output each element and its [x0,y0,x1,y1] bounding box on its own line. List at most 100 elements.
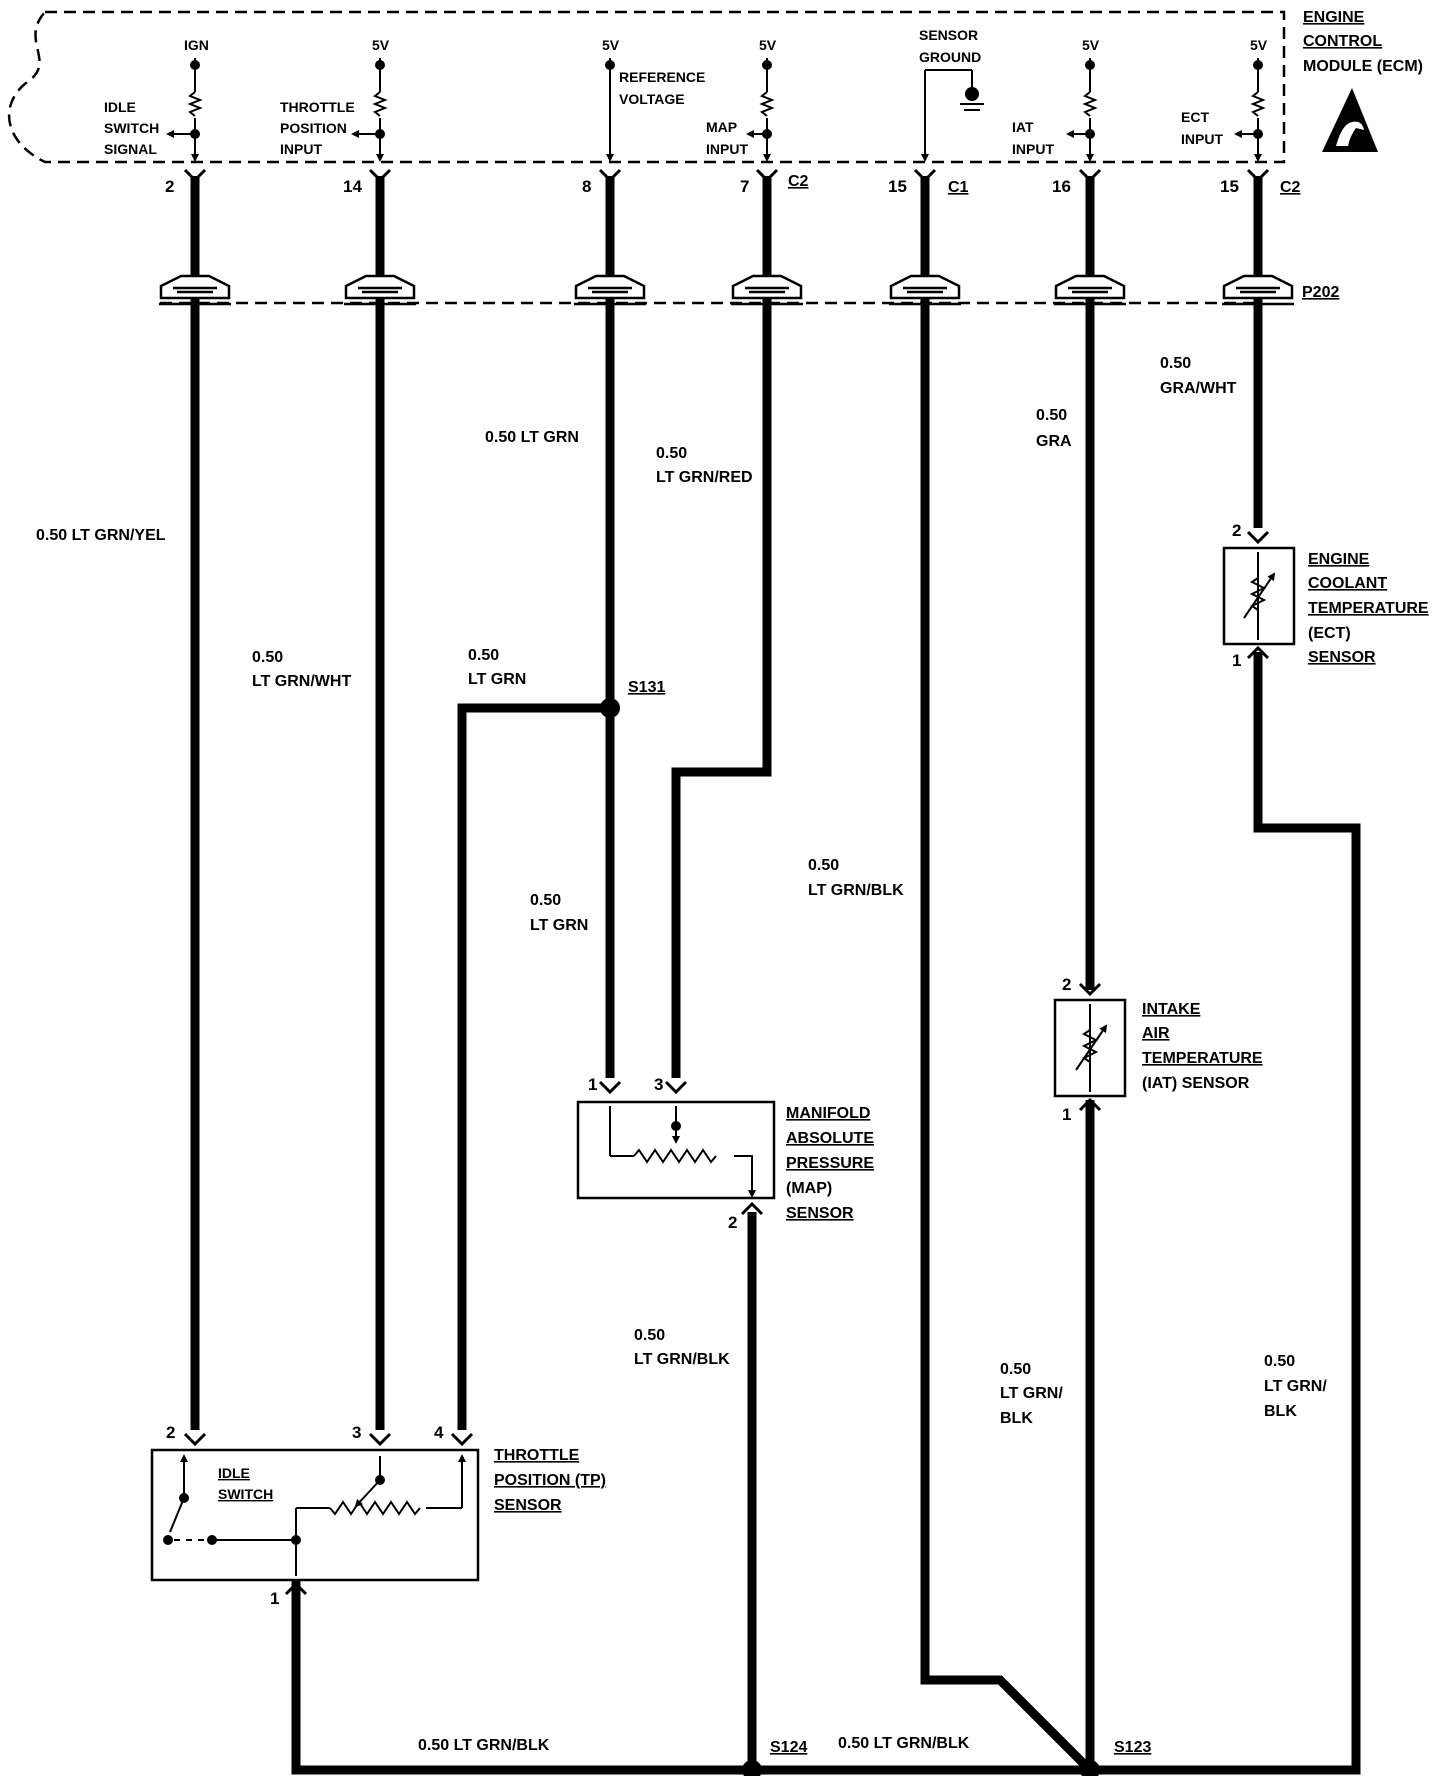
ect-input-label-1: ECT [1181,109,1209,125]
tp-input-label-3: INPUT [280,141,322,157]
iat-variable-arrow-icon [1075,1024,1108,1071]
iat-input-label-1: IAT [1012,119,1034,135]
map-pin-ref: 1 [588,1075,597,1094]
iat-name-4: (IAT) SENSOR [1142,1075,1250,1092]
wire-label-idle-signal: 0.50 LT GRN/YEL [36,527,166,544]
wire-label-sensor-ground-2: LT GRN/BLK [808,882,904,899]
ecm-circuit-idle: IGN IDLE SWITCH SIGNAL [104,37,209,162]
ecm-pin-idle: 2 [165,177,174,196]
wire-label-sensor-ground-1: 0.50 [808,857,839,874]
p202-connectors [159,274,1294,306]
ect-5v-label: 5V [1250,37,1268,53]
tp-name-2: POSITION (TP) [494,1472,606,1489]
wire-label-ect-ground-3: BLK [1264,1403,1297,1420]
wire-label-ref-tp-1: 0.50 [468,647,499,664]
tp-input-label-1: THROTTLE [280,99,355,115]
wire-label-iat-ground-1: 0.50 [1000,1361,1031,1378]
wire-label-ect-ground-2: LT GRN/ [1264,1378,1327,1395]
wire-label-tp-signal-1: 0.50 [252,649,283,666]
ect-name-2: COOLANT [1308,575,1387,592]
ect-name-1: ENGINE [1308,551,1370,568]
idle-switch-signal-label-1: IDLE [104,99,136,115]
iat-name-1: INTAKE [1142,1001,1201,1018]
ecm-title-line-1: ENGINE [1303,9,1365,26]
splice-s131-dot [600,698,620,718]
wire-label-bottom-left: 0.50 LT GRN/BLK [418,1737,550,1754]
iat-pin-bottom: 1 [1062,1105,1071,1124]
p202-label: P202 [1302,284,1339,301]
ecm-circuit-map: 5V MAP INPUT [706,37,777,162]
ecm-pin-ref: 8 [582,177,591,196]
tp-sensor: IDLE SWITCH 2 3 4 1 THROTTLE POSITION (T… [150,1423,606,1608]
splice-s124-dot [742,1760,762,1776]
map-name-3: PRESSURE [786,1155,874,1172]
wire-label-map-signal-1: 0.50 [656,445,687,462]
wire-label-iat-ground-3: BLK [1000,1410,1033,1427]
idle-switch-contact-icon [169,1497,185,1533]
tp-5v-label: 5V [372,37,390,53]
tp-pin-signal: 3 [352,1423,361,1442]
ect-name-5: SENSOR [1308,649,1376,666]
map-name-2: ABSOLUTE [786,1130,874,1147]
tp-name-3: SENSOR [494,1497,562,1514]
wire-label-map-signal-2: LT GRN/RED [656,469,753,486]
map-input-label-1: MAP [706,119,737,135]
ecm-boundary [7,10,1286,164]
wire-label-map-ground-1: 0.50 [634,1327,665,1344]
ecm-circuit-iat: 5V IAT INPUT [1012,37,1100,162]
wire-label-ref-map-1: 0.50 [530,892,561,909]
ref-voltage-label-1: REFERENCE [619,69,705,85]
wire-label-iat-signal-2: GRA [1036,433,1072,450]
tp-name-1: THROTTLE [494,1447,580,1464]
wire-label-tp-signal-2: LT GRN/WHT [252,673,351,690]
connector-c1: C1 [948,179,969,196]
ecm-title-line-3: MODULE (ECM) [1303,58,1423,75]
splice-s124-label: S124 [770,1739,807,1756]
wire-label-ref-tp-2: LT GRN [468,671,526,688]
map-pin-ground: 2 [728,1213,737,1232]
ecm-circuit-ect: 5V ECT INPUT [1181,37,1268,162]
iat-name-3: TEMPERATURE [1142,1050,1263,1067]
iat-sensor: 2 1 INTAKE AIR TEMPERATURE (IAT) SENSOR [1053,975,1263,1124]
ect-variable-arrow-icon [1243,572,1276,619]
ect-sensor: 2 1 ENGINE COOLANT TEMPERATURE (ECT) SEN… [1222,521,1429,670]
wire-label-ect-signal-2: GRA/WHT [1160,380,1237,397]
tp-wiper-arrow-icon [354,1479,381,1508]
connector-c2-left: C2 [788,173,809,190]
wire-label-iat-ground-2: LT GRN/ [1000,1385,1063,1402]
splice-s123-label: S123 [1114,1739,1151,1756]
wires [190,176,1361,1775]
ecm-pin-map: 7 [740,177,749,196]
ref-voltage-label-2: VOLTAGE [619,91,685,107]
wire-label-iat-signal-1: 0.50 [1036,407,1067,424]
ecm-pin-tp: 14 [343,177,362,196]
ect-input-label-2: INPUT [1181,131,1223,147]
map-name-1: MANIFOLD [786,1105,870,1122]
ground-symbol-icon [965,87,979,101]
ecm-pin-ground: 15 [888,177,907,196]
esd-warning-icon [1322,88,1378,152]
ecm-pin-ect: 15 [1220,177,1239,196]
iat-input-label-2: INPUT [1012,141,1054,157]
ign-label: IGN [184,37,209,53]
wire-label-map-ground-2: LT GRN/BLK [634,1351,730,1368]
ecm-title-line-2: CONTROL [1303,33,1382,50]
wire-label-ref-map-2: LT GRN [530,917,588,934]
map-pin-signal: 3 [654,1075,663,1094]
tp-idle-switch-label-1: IDLE [218,1465,250,1481]
ecm-circuit-ground: SENSOR GROUND [919,27,984,162]
wire-label-ref-top: 0.50 LT GRN [485,429,579,446]
ref-5v-label: 5V [602,37,620,53]
ecm-circuit-ref: 5V REFERENCE VOLTAGE [602,37,705,162]
map-name-5: SENSOR [786,1205,854,1222]
tp-pin-ref: 4 [434,1423,444,1442]
splice-s123-dot [1080,1760,1100,1776]
tp-idle-switch-label-2: SWITCH [218,1486,273,1502]
wire-label-ect-signal-1: 0.50 [1160,355,1191,372]
idle-switch-signal-label-2: SWITCH [104,120,159,136]
wire-label-ect-ground-1: 0.50 [1264,1353,1295,1370]
tp-input-label-2: POSITION [280,120,347,136]
tp-pin-idle: 2 [166,1423,175,1442]
ect-name-4: (ECT) [1308,625,1351,642]
